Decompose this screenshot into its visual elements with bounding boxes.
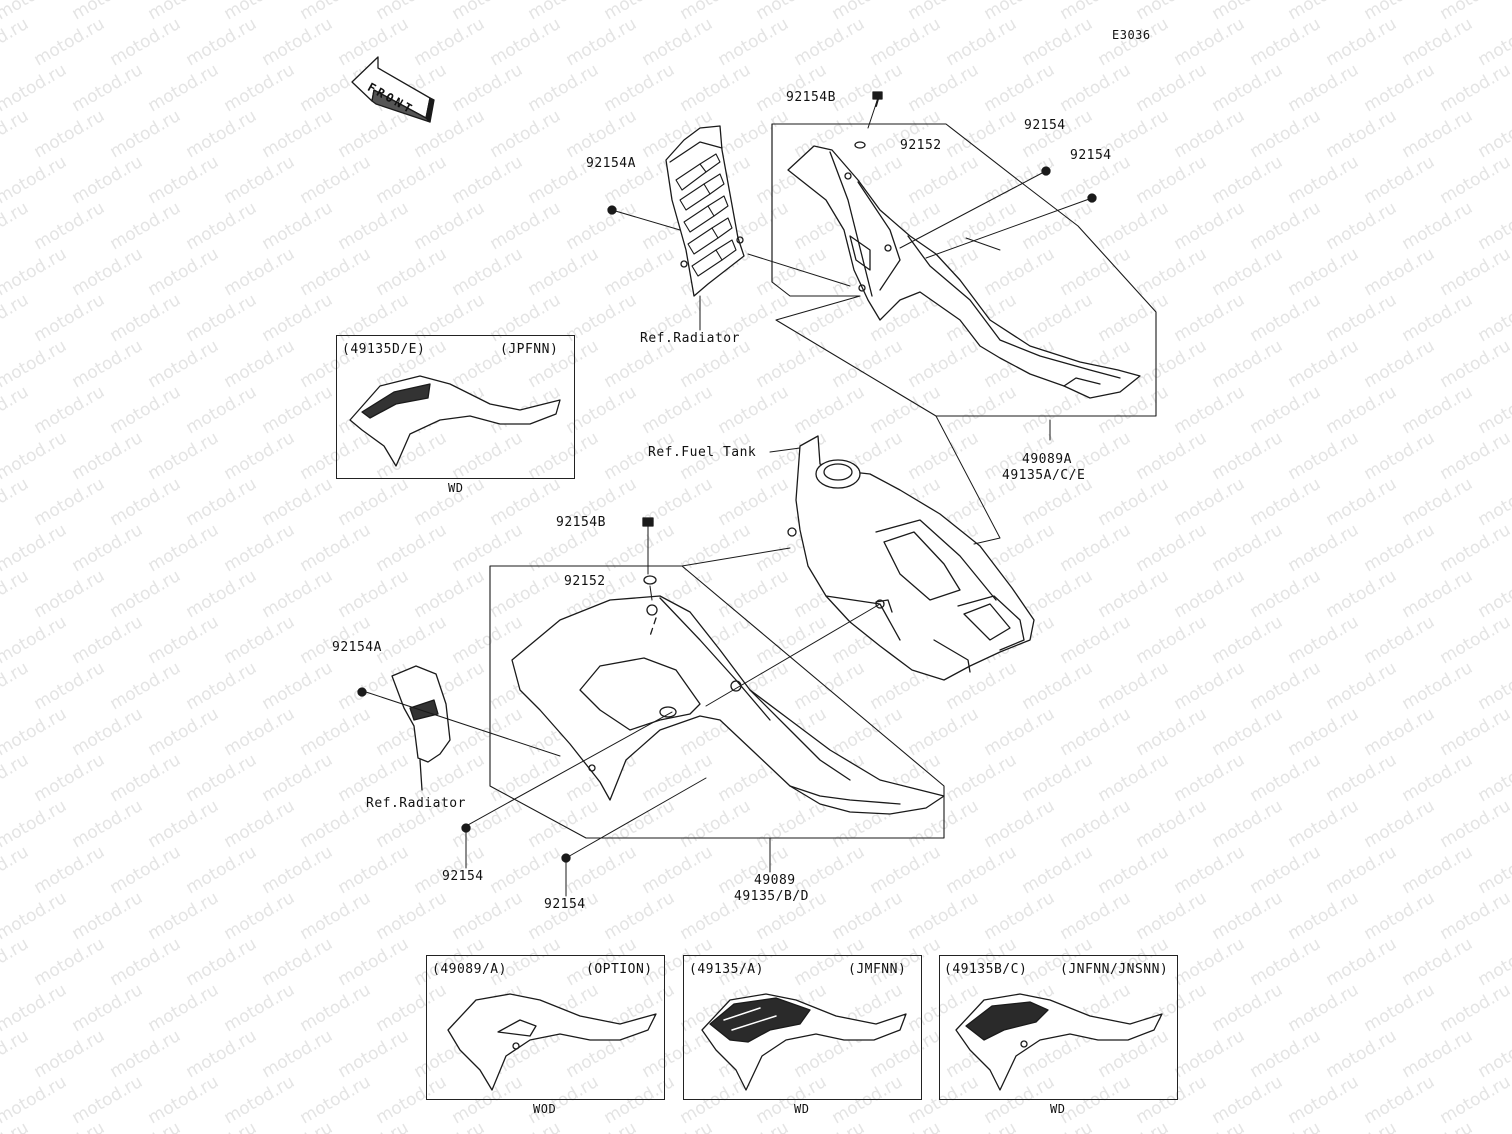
inset-4-finish: WD	[1050, 1102, 1066, 1116]
part-92154A-top[interactable]: 92154A	[586, 156, 636, 171]
inset-2-variant: (OPTION)	[586, 962, 653, 977]
inset-box-4	[939, 955, 1178, 1100]
left-assy-code-1[interactable]: 49089	[754, 873, 796, 888]
part-92154B-mid[interactable]: 92154B	[556, 515, 606, 530]
inset-1-finish: WD	[448, 481, 464, 495]
inset-3-variant: (JMFNN)	[848, 962, 907, 977]
part-92152-top[interactable]: 92152	[900, 138, 942, 153]
radiator-guard-top	[665, 125, 745, 297]
part-92154-r1[interactable]: 92154	[1024, 118, 1066, 133]
right-shroud	[787, 145, 1141, 399]
right-assy-code-2[interactable]: 49135A/C/E	[1002, 468, 1086, 483]
part-92154B-top[interactable]: 92154B	[786, 90, 836, 105]
ref-radiator-top[interactable]: Ref.Radiator	[640, 331, 740, 346]
right-assy-code-1[interactable]: 49089A	[1022, 452, 1072, 467]
front-arrow-icon	[351, 56, 435, 123]
ref-radiator-bottom[interactable]: Ref.Radiator	[366, 796, 466, 811]
inset-box-1	[336, 335, 575, 479]
bolt-icon	[872, 91, 883, 107]
inset-3-code: (49135/A)	[689, 962, 764, 977]
ref-fuel-tank[interactable]: Ref.Fuel Tank	[648, 445, 757, 460]
bolt-icon	[1087, 193, 1097, 203]
part-92154-r2[interactable]: 92154	[1070, 148, 1112, 163]
bolt-icon	[357, 687, 367, 697]
bolt-icon	[607, 205, 617, 215]
inset-1-variant: (JPFNN)	[500, 342, 559, 357]
inset-box-2	[426, 955, 665, 1100]
inset-3-finish: WD	[794, 1102, 810, 1116]
inset-shroud-49089A	[447, 993, 657, 1091]
washer-icon	[854, 141, 866, 149]
inset-2-finish: WOD	[533, 1102, 557, 1116]
diagram-code: E3036	[1112, 28, 1151, 42]
inset-shroud-49135BC	[955, 993, 1163, 1091]
washer-icon	[643, 575, 657, 585]
inset-shroud-49135DE	[349, 375, 561, 467]
inset-box-3	[683, 955, 922, 1100]
bolt-icon	[561, 853, 571, 863]
fuel-tank	[787, 435, 1035, 681]
part-92152-mid[interactable]: 92152	[564, 574, 606, 589]
radiator-guard-bottom	[391, 665, 451, 791]
part-92154A-left[interactable]: 92154A	[332, 640, 382, 655]
inset-4-code: (49135B/C)	[944, 962, 1028, 977]
part-92154-b1[interactable]: 92154	[442, 869, 484, 884]
left-assy-code-2[interactable]: 49135/B/D	[734, 889, 809, 904]
bolt-icon	[642, 517, 654, 527]
inset-4-variant: (JNFNN/JNSNN)	[1060, 962, 1169, 977]
inset-shroud-49135A	[701, 993, 907, 1091]
inset-2-code: (49089/A)	[432, 962, 507, 977]
part-92154-b2[interactable]: 92154	[544, 897, 586, 912]
inset-1-code: (49135D/E)	[342, 342, 426, 357]
bolt-icon	[461, 823, 471, 833]
bolt-icon	[1041, 166, 1051, 176]
